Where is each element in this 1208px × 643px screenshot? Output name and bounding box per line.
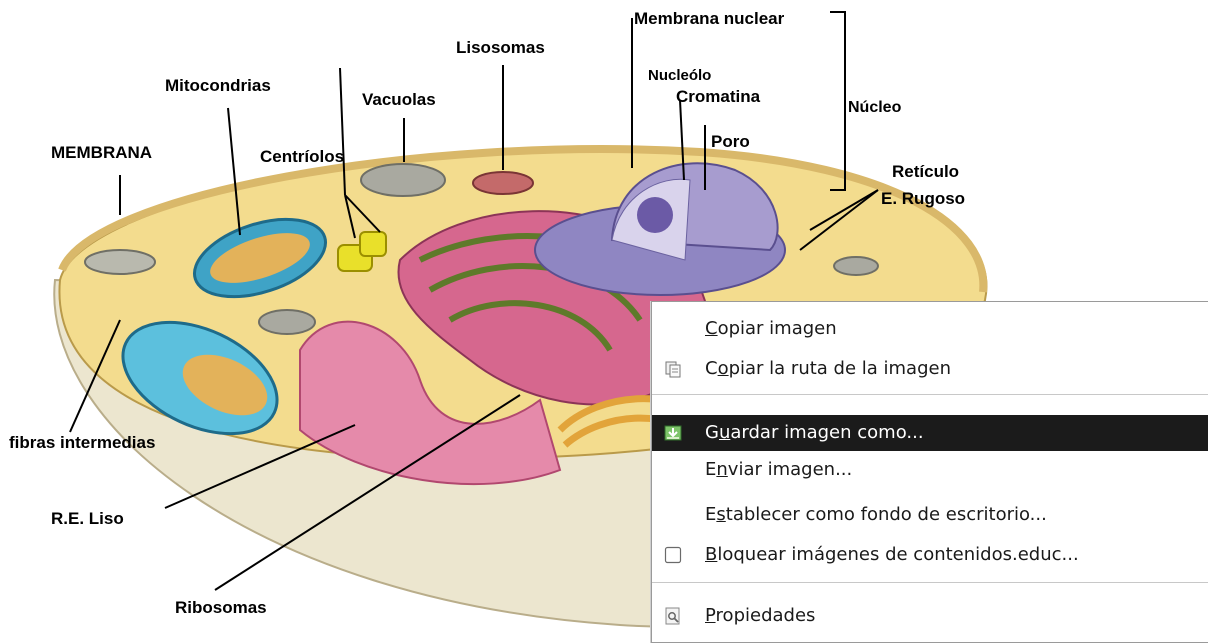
label-poro: Poro <box>711 132 750 152</box>
menu-item-label: Propiedades <box>705 605 815 626</box>
label-cromatina: Cromatina <box>676 87 760 107</box>
label-membrana-nuclear: Membrana nuclear <box>634 9 784 29</box>
menu-item-label: Copiar imagen <box>705 318 837 339</box>
menu-item-label: Bloquear imágenes de contenidos.educ... <box>705 544 1079 565</box>
menu-item-label: Enviar imagen... <box>705 459 852 480</box>
menu-item-enviar-imagen[interactable]: Enviar imagen... <box>652 452 1208 488</box>
properties-icon <box>664 607 682 625</box>
label-vacuolas: Vacuolas <box>362 90 436 110</box>
vacuole-right <box>834 257 878 275</box>
menu-item-bloquear-imagenes[interactable]: Bloquear imágenes de contenidos.educ... <box>652 537 1208 573</box>
menu-item-label: Copiar la ruta de la imagen <box>705 358 951 379</box>
centriole-2 <box>360 232 386 256</box>
copy-path-icon <box>664 360 682 378</box>
menu-item-propiedades[interactable]: Propiedades <box>652 598 1208 634</box>
label-ribosomas: Ribosomas <box>175 598 267 618</box>
menu-item-establecer-fondo[interactable]: Establecer como fondo de escritorio... <box>652 497 1208 533</box>
nucleolus <box>637 197 673 233</box>
label-membrana: MEMBRANA <box>51 143 152 163</box>
lysosome <box>473 172 533 194</box>
menu-item-copiar-ruta[interactable]: Copiar la ruta de la imagen <box>652 351 1208 387</box>
checkbox-icon[interactable] <box>664 546 682 564</box>
menu-item-label: Guardar imagen como... <box>705 422 924 443</box>
label-lisosomas: Lisosomas <box>456 38 545 58</box>
menu-separator <box>652 582 1208 583</box>
save-image-icon <box>664 424 682 442</box>
menu-separator <box>652 394 1208 395</box>
label-nucleo: Núcleo <box>848 98 901 118</box>
label-e-rugoso: E. Rugoso <box>881 189 965 209</box>
label-nucleolo: Nucleólo <box>648 66 711 86</box>
label-centriolos: Centríolos <box>260 147 344 167</box>
vacuole-small <box>259 310 315 334</box>
label-fibras-intermedias: fibras intermedias <box>9 433 155 453</box>
menu-item-copiar-imagen[interactable]: Copiar imagen <box>652 311 1208 347</box>
vacuole <box>361 164 445 196</box>
menu-item-guardar-imagen[interactable]: Guardar imagen como... <box>652 415 1208 451</box>
context-menu: Copiar imagen Copiar la ruta de la image… <box>651 301 1208 643</box>
label-re-liso: R.E. Liso <box>51 509 124 529</box>
vacuole-left <box>85 250 155 274</box>
label-mitocondrias: Mitocondrias <box>165 76 271 96</box>
menu-item-label: Establecer como fondo de escritorio... <box>705 504 1047 525</box>
label-reticulo: Retículo <box>892 162 959 182</box>
